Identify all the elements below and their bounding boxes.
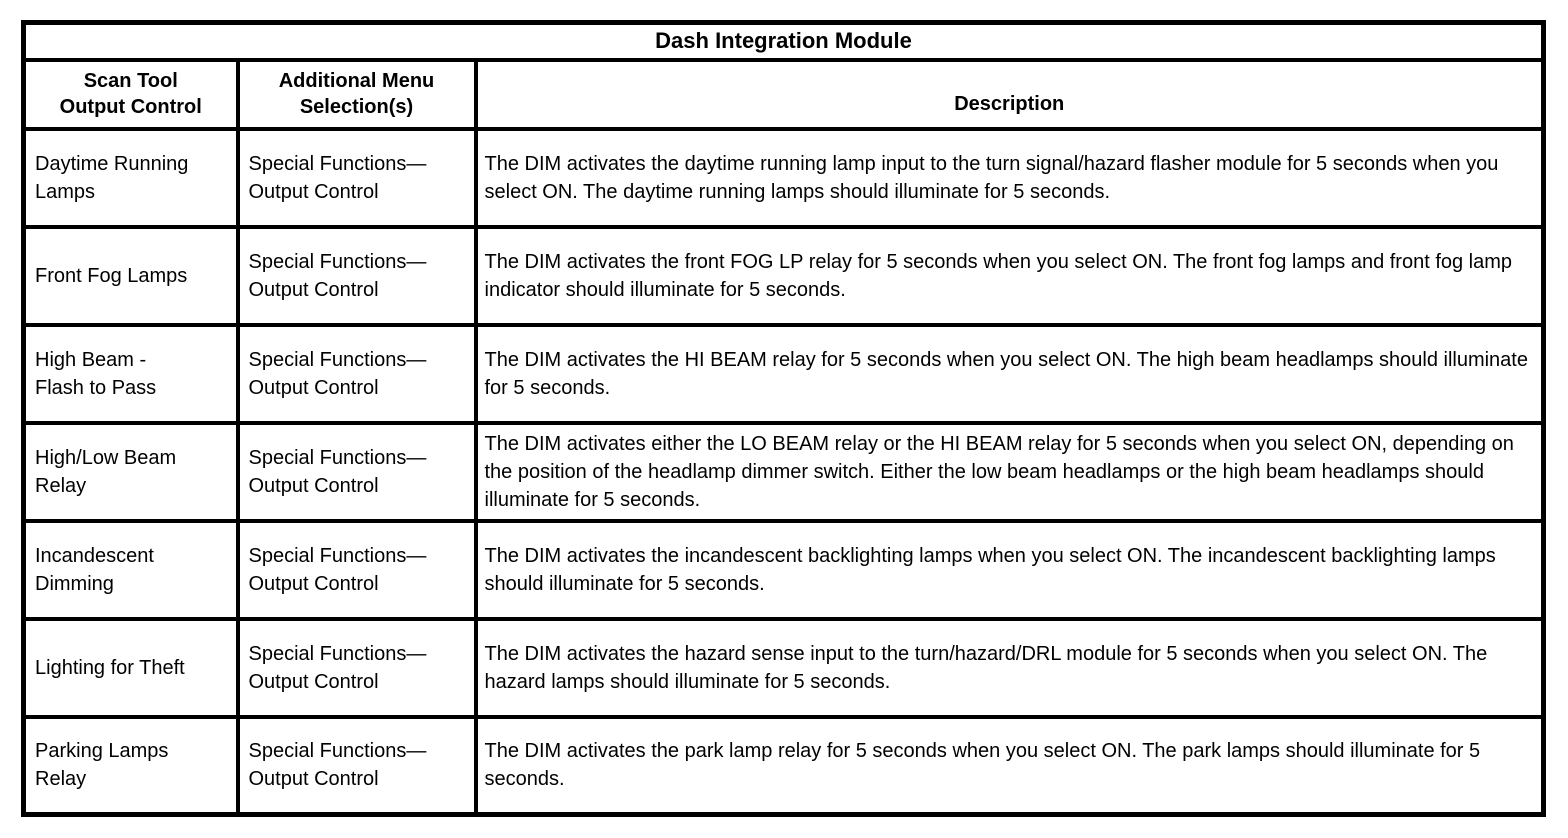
table-row: High/Low Beam Relay Special Functions—Ou… bbox=[21, 420, 1546, 523]
menu-selection-cell: Special Functions—Output Control bbox=[235, 224, 478, 327]
description-cell: The DIM activates the hazard sense input… bbox=[473, 616, 1546, 719]
column-header-label: Description bbox=[954, 92, 1065, 115]
scan-tool-output-control-cell: Incandescent Dimming bbox=[21, 518, 240, 621]
table-row: High Beam - Flash to Pass Special Functi… bbox=[21, 322, 1546, 425]
scan-tool-output-control-cell: Parking Lamps Relay bbox=[21, 714, 240, 817]
menu-selection-cell: Special Functions—Output Control bbox=[235, 420, 478, 523]
description-cell: The DIM activates the incandescent backl… bbox=[473, 518, 1546, 621]
scan-tool-output-control-cell: Daytime Running Lamps bbox=[21, 126, 240, 229]
table-header-row: Scan Tool Output Control Additional Menu… bbox=[21, 57, 1546, 131]
menu-selection-cell: Special Functions—Output Control bbox=[235, 518, 478, 621]
table-row: Parking Lamps Relay Special Functions—Ou… bbox=[21, 714, 1546, 817]
description-cell: The DIM activates the front FOG LP relay… bbox=[473, 224, 1546, 327]
table-row: Daytime Running Lamps Special Functions—… bbox=[21, 126, 1546, 229]
scan-tool-output-control-cell: Front Fog Lamps bbox=[21, 224, 240, 327]
table-row: Front Fog Lamps Special Functions—Output… bbox=[21, 224, 1546, 327]
table-row: Lighting for Theft Special Functions—Out… bbox=[21, 616, 1546, 719]
dash-integration-module-table: Dash Integration Module Scan Tool Output… bbox=[21, 20, 1547, 817]
table-title: Dash Integration Module bbox=[21, 20, 1546, 62]
column-header-scan-tool-output-control: Scan Tool Output Control bbox=[21, 57, 240, 131]
description-cell: The DIM activates the HI BEAM relay for … bbox=[473, 322, 1546, 425]
menu-selection-cell: Special Functions—Output Control bbox=[235, 322, 478, 425]
scan-tool-output-control-cell: Lighting for Theft bbox=[21, 616, 240, 719]
description-cell: The DIM activates the park lamp relay fo… bbox=[473, 714, 1546, 817]
table-row: Incandescent Dimming Special Functions—O… bbox=[21, 518, 1546, 621]
table-title-row: Dash Integration Module bbox=[21, 20, 1546, 62]
scan-tool-output-control-cell: High/Low Beam Relay bbox=[21, 420, 240, 523]
menu-selection-cell: Special Functions—Output Control bbox=[235, 126, 478, 229]
column-header-label: Additional Menu Selection(s) bbox=[278, 70, 435, 118]
column-header-label: Scan Tool Output Control bbox=[59, 70, 202, 118]
menu-selection-cell: Special Functions—Output Control bbox=[235, 616, 478, 719]
menu-selection-cell: Special Functions—Output Control bbox=[235, 714, 478, 817]
description-cell: The DIM activates either the LO BEAM rel… bbox=[473, 420, 1546, 523]
description-cell: The DIM activates the daytime running la… bbox=[473, 126, 1546, 229]
column-header-additional-menu-selections: Additional Menu Selection(s) bbox=[235, 57, 478, 131]
column-header-description: Description bbox=[473, 57, 1546, 131]
scan-tool-output-control-cell: High Beam - Flash to Pass bbox=[21, 322, 240, 425]
